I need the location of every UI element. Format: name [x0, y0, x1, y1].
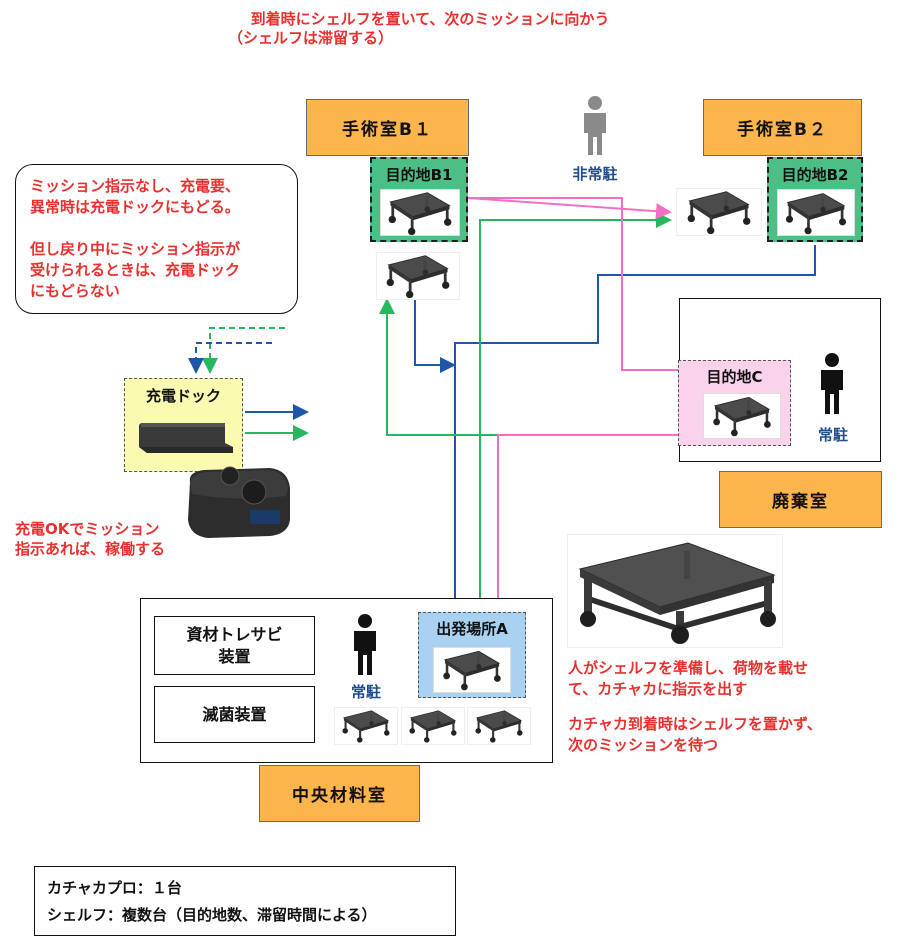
person-icon [354, 614, 376, 675]
right-note-line4: 次のミッションを待つ [568, 736, 719, 754]
dock-note-line2: 指示あれば、稼働する [15, 540, 166, 558]
person-icon [821, 353, 843, 414]
route-a-to-b2 [479, 212, 672, 610]
top-note-line1: 到着時にシェルフを置いて、次のミッションに向かう [250, 10, 610, 28]
start-location-a: 出発場所A [418, 612, 526, 698]
staff-resident-c: 常駐 [817, 426, 848, 444]
route-a-to-b2-pink [467, 197, 672, 220]
right-note-line3: カチャカ到着時はシェルフを置かず、 [568, 715, 822, 733]
shelf-icon [703, 393, 781, 439]
route-b1-to-a [414, 300, 456, 373]
shelf-icon [777, 189, 855, 236]
room-disposal: 廃棄室 [719, 471, 882, 528]
destination-c-label: 目的地C [706, 368, 763, 386]
shelf-icon [380, 189, 460, 236]
callout-line2: 異常時は充電ドックにもどる。 [30, 198, 240, 216]
callout-return-rules: ミッション指示なし、充電要、 異常時は充電ドックにもどる。 但し戻り中にミッショ… [15, 164, 298, 314]
route-c-to-b1 [379, 298, 690, 436]
shelf-icon [676, 188, 762, 236]
destination-b1: 目的地B1 [370, 157, 468, 242]
route-b2-to-a [447, 245, 816, 614]
destination-c: 目的地C [678, 360, 791, 446]
staff-not-resident: 非常駐 [572, 165, 618, 183]
right-note: 人がシェルフを準備し、荷物を載せ て、カチャカに指示を出す カチャカ到着時はシェ… [568, 658, 888, 756]
robot-icon [188, 466, 290, 538]
sterilizer-device: 滅菌装置 [154, 686, 315, 743]
shelf-icon [334, 707, 398, 745]
room-central-supply: 中央材料室 [259, 765, 420, 822]
top-note: 到着時にシェルフを置いて、次のミッションに向かう （シェルフは滞留する） [200, 10, 660, 48]
shelf-photo [567, 534, 783, 648]
dock-in-green [202, 327, 285, 374]
room-surgery-b1: 手術室B１ [306, 99, 469, 156]
staff-resident-central: 常駐 [350, 683, 381, 701]
shelf-icon [401, 707, 465, 745]
dock-icon [139, 423, 233, 453]
right-note-line1: 人がシェルフを準備し、荷物を載せ [568, 659, 809, 677]
destination-b2-label: 目的地B2 [781, 166, 849, 184]
start-location-a-label: 出発場所A [436, 620, 508, 638]
route-b1-to-c [468, 197, 691, 440]
person-icon [584, 96, 606, 155]
charging-dock-label: 充電ドック [145, 387, 221, 405]
destination-b1-label: 目的地B1 [385, 166, 453, 184]
summary-box: カチャカプロ：１台 シェルフ：複数台（目的地数、滞留時間による） [34, 866, 456, 936]
destination-b2: 目的地B2 [767, 157, 863, 242]
dock-note: 充電OKでミッション 指示あれば、稼働する [15, 519, 215, 559]
tracking-device: 資材トレサビ 装置 [154, 616, 315, 675]
right-note-line2: て、カチャカに指示を出す [568, 680, 748, 698]
summary-line1: カチャカプロ：１台 [47, 879, 182, 897]
shelf-icon [433, 647, 511, 693]
room-surgery-b2: 手術室B２ [703, 99, 862, 156]
callout-line3: 但し戻り中にミッション指示が [30, 240, 241, 258]
callout-line1: ミッション指示なし、充電要、 [30, 177, 241, 195]
dock-note-line1: 充電OKでミッション [15, 520, 160, 538]
shelf-icon [376, 252, 460, 300]
dock-in-blue [188, 342, 272, 374]
shelf-icon [467, 707, 531, 745]
callout-line5: にもどらない [30, 282, 120, 300]
callout-line4: 受けられるときは、充電ドック [30, 261, 241, 279]
summary-line2: シェルフ：複数台（目的地数、滞留時間による） [47, 906, 377, 924]
charging-dock: 充電ドック [124, 378, 243, 472]
top-note-line2: （シェルフは滞留する） [228, 29, 394, 47]
